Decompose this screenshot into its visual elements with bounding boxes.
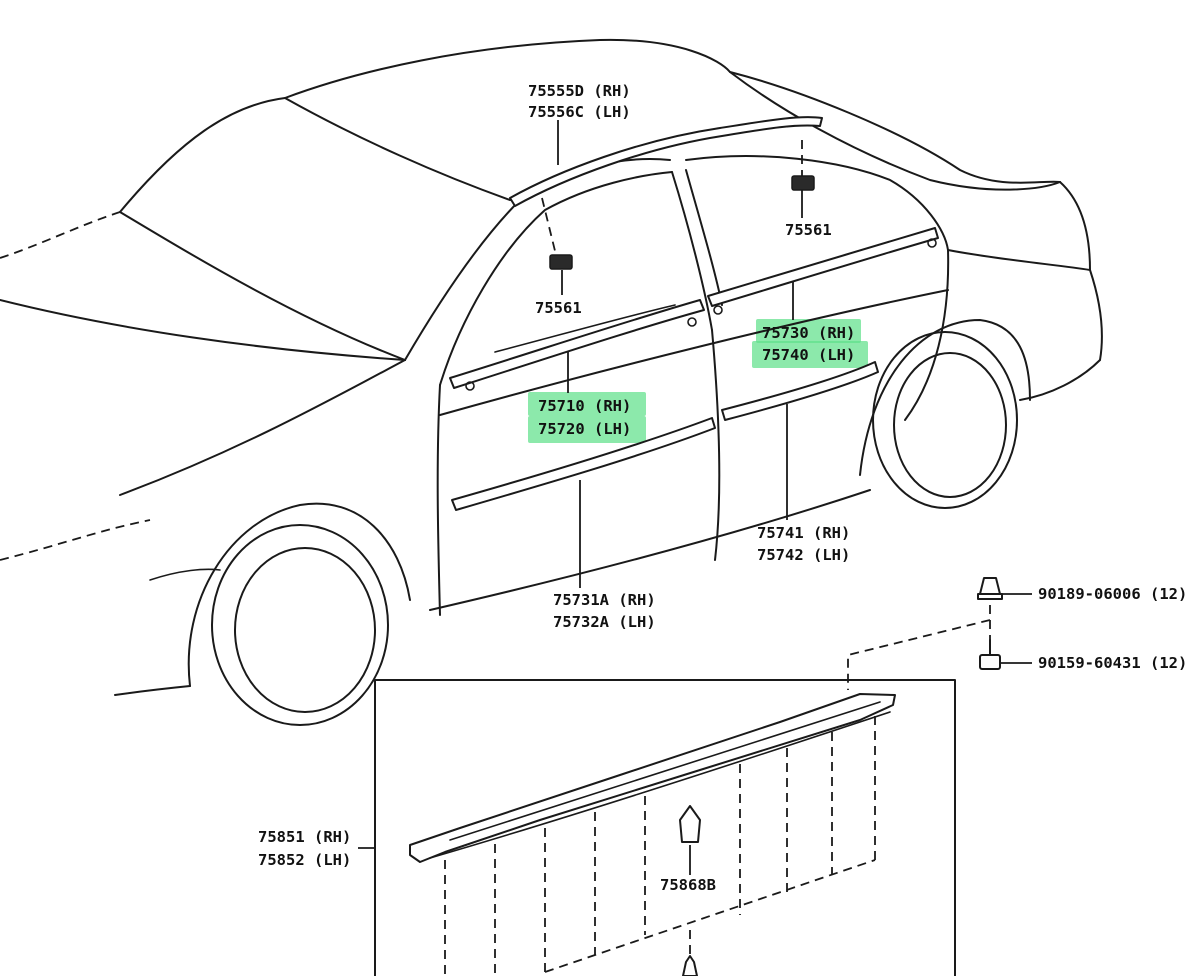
b-pillar-front: [671, 171, 713, 331]
screw-head-icon: [979, 654, 1001, 670]
label-rear-side-rh: 75741 (RH): [757, 524, 850, 542]
windshield-base: [119, 211, 406, 361]
front-wheel-arch: [187, 502, 411, 687]
belt-end-clip-4: [927, 238, 937, 248]
highlight-rear-belt-rh: [756, 319, 861, 343]
highlight-rear-belt-lh: [752, 341, 868, 368]
roof-molding: [509, 116, 823, 207]
body-beltline: [439, 289, 949, 416]
label-rocker-lh: 75852 (LH): [258, 851, 351, 869]
front-door-front-edge: [436, 384, 441, 616]
fastener-dash-to-rocker: [847, 619, 991, 690]
moldings: [449, 116, 939, 511]
fender-top: [119, 359, 406, 496]
rocker-molding: [409, 693, 896, 863]
rear-door-rear-edge: [904, 249, 950, 421]
nut-icon: [979, 577, 1001, 595]
hood-edge: [0, 299, 406, 361]
rear-wheel-inner: [893, 352, 1007, 498]
front-wheel-inner: [234, 547, 376, 713]
rocker-inner-rail: [449, 701, 881, 841]
label-clip-rear: 75561: [785, 221, 832, 239]
front-belt-inner: [494, 304, 676, 353]
label-screw: 90159-60431 (12): [1038, 654, 1187, 672]
rear-wheel: [872, 331, 1018, 509]
label-clip-front: 75561: [535, 299, 582, 317]
label-nut: 90189-06006 (12): [1038, 585, 1187, 603]
clip-front-window: [549, 254, 573, 270]
label-front-belt-rh: 75710 (RH): [538, 397, 631, 415]
label-rear-side-lh: 75742 (LH): [757, 546, 850, 564]
detail-box-frame: [374, 679, 956, 976]
belt-end-clip-2: [687, 317, 697, 327]
front-door-side-molding: [451, 417, 716, 511]
highlight-front-belt-rh: [528, 392, 646, 416]
fasteners: [847, 577, 1003, 690]
rocker-lower-rail: [429, 711, 891, 859]
rocker-clip-icon: [679, 805, 701, 843]
rocker-clip-bottom-icon: [682, 955, 698, 976]
car-body: [0, 38, 1103, 726]
leader-lines: [358, 120, 1032, 875]
front-door-rear-edge: [711, 329, 721, 561]
roof-ridge: [284, 97, 511, 201]
leader-roof-clip: [541, 197, 557, 256]
door-frame-outer: [439, 171, 673, 386]
rear-quarter: [947, 249, 1103, 361]
label-front-side-lh: 75732A (LH): [553, 613, 656, 631]
front-bumper: [114, 685, 191, 696]
front-fender-line: [0, 519, 151, 561]
rear-window-frame: [685, 155, 949, 251]
label-roof-molding-lh: 75556C (LH): [528, 103, 631, 121]
part-labels: 75555D (RH) 75556C (LH) 75561 75561 7571…: [258, 82, 1187, 894]
highlight-front-belt-lh: [528, 416, 646, 443]
lower-sill: [429, 489, 871, 611]
nut-flange: [977, 593, 1003, 600]
label-roof-molding-rh: 75555D (RH): [528, 82, 631, 100]
rear-door-side-molding: [721, 361, 879, 421]
trunk-lid: [1059, 181, 1091, 271]
clip-rear-window: [791, 175, 815, 191]
belt-end-clip-3: [713, 305, 723, 315]
front-belt-molding: [449, 299, 705, 389]
label-rocker-rh: 75851 (RH): [258, 828, 351, 846]
label-rear-belt-rh: 75730 (RH): [762, 324, 855, 342]
belt-end-clip-1: [465, 381, 475, 391]
label-front-belt-lh: 75720 (LH): [538, 420, 631, 438]
rear-bumper: [1019, 359, 1101, 401]
highlight-layer: [528, 319, 868, 443]
roof-outline: [119, 38, 1061, 213]
front-wheel: [211, 524, 389, 726]
rear-belt-molding: [707, 227, 939, 307]
rear-roof-edge: [729, 71, 1061, 191]
label-clip-rocker: 75868B: [660, 876, 716, 894]
label-front-side-rh: 75731A (RH): [553, 591, 656, 609]
label-rear-belt-lh: 75740 (LH): [762, 346, 855, 364]
rocker-dash-bottom: [544, 859, 876, 973]
hood-line: [0, 211, 121, 259]
rocker-detail: [374, 679, 956, 976]
rear-wheel-arch: [859, 319, 1031, 476]
